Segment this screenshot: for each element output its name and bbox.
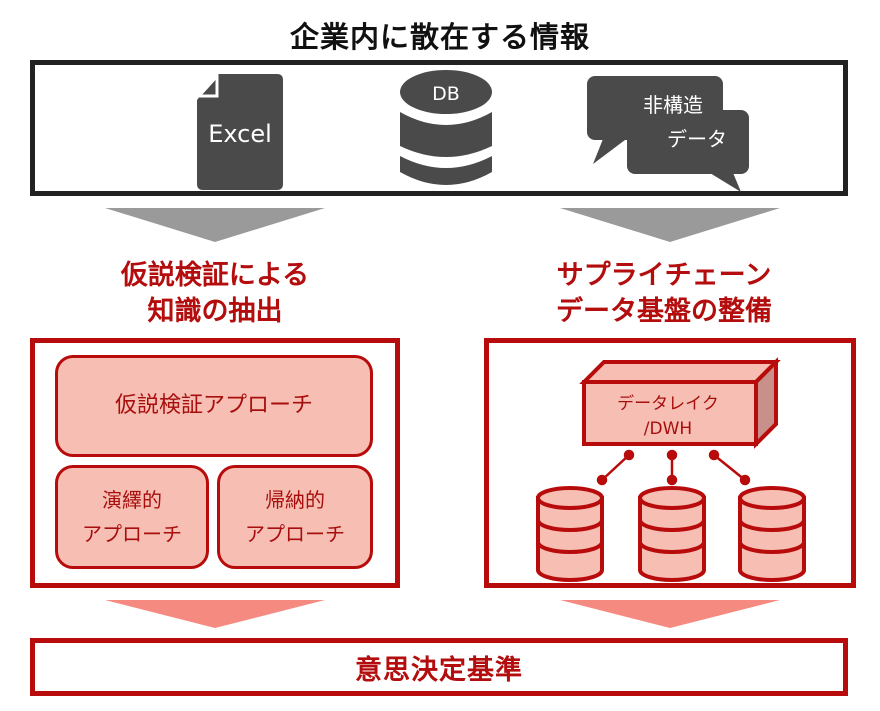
database-icon xyxy=(638,486,706,582)
inductive-line2: アプローチ xyxy=(245,522,345,546)
data-lake-label-line1: データレイク xyxy=(617,393,719,414)
data-lake-cuboid: データレイク /DWH xyxy=(579,357,781,449)
decision-criteria-label: 意思決定基準 xyxy=(355,654,523,686)
data-lake-label-line2: /DWH xyxy=(644,419,692,439)
database-icon xyxy=(738,486,806,582)
inductive-line1: 帰納的 xyxy=(265,488,325,512)
excel-file-icon: Excel xyxy=(195,72,283,190)
unstructured-label-line1: 非構造 xyxy=(643,93,703,117)
database-icon xyxy=(536,486,604,582)
db-label: DB xyxy=(432,83,460,105)
right-heading: サプライチェーン データ基盤の整備 xyxy=(480,258,848,330)
speech-bubbles-icon: 非構造 データ xyxy=(587,76,749,192)
data-platform-illustration: データレイク /DWH xyxy=(536,357,806,582)
excel-label: Excel xyxy=(208,120,272,148)
unstructured-label-line2: データ xyxy=(667,127,727,151)
right-heading-line1: サプライチェーン xyxy=(556,260,772,291)
deductive-line1: 演繹的 xyxy=(102,488,162,512)
decision-criteria-box: 意思決定基準 xyxy=(30,638,848,696)
right-heading-line2: データ基盤の整備 xyxy=(556,296,772,327)
hypothesis-approach-box: 仮説検証アプローチ xyxy=(55,355,373,457)
deductive-line2: アプローチ xyxy=(82,522,182,546)
database-icon: DB xyxy=(400,70,492,185)
pink-arrow-right xyxy=(560,600,780,628)
left-heading-line2: 知識の抽出 xyxy=(147,296,283,327)
diagram-title: 企業内に散在する情報 xyxy=(289,20,590,54)
gray-arrow-right xyxy=(560,208,780,242)
deductive-approach-box: 演繹的アプローチ xyxy=(55,465,209,569)
gray-arrow-left xyxy=(105,208,325,242)
connectors xyxy=(596,449,751,486)
pink-arrow-left xyxy=(105,600,325,628)
inductive-approach-box: 帰納的アプローチ xyxy=(217,465,373,569)
left-heading: 仮説検証による 知識の抽出 xyxy=(30,258,400,330)
left-heading-line1: 仮説検証による xyxy=(120,260,310,291)
